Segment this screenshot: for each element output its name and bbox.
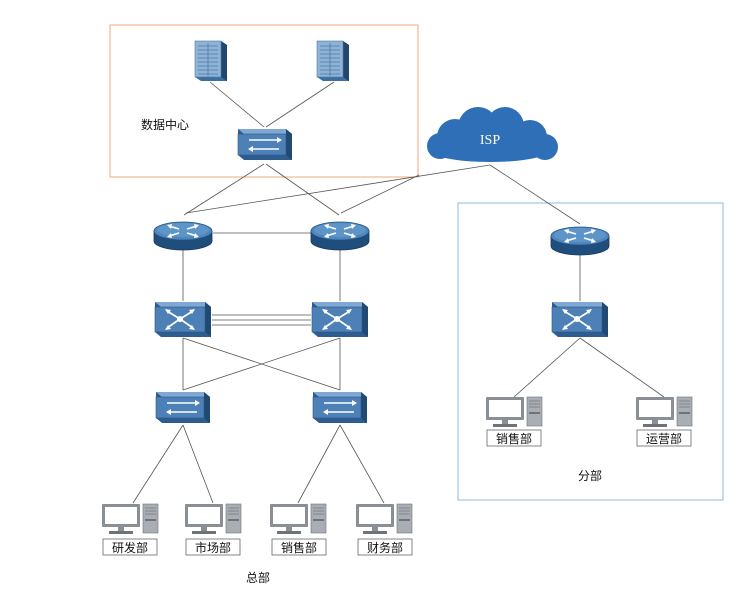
dept-label-rd: 研发部 <box>112 540 148 555</box>
branch-region <box>457 202 724 501</box>
pc-icon-sales-hq <box>269 503 327 535</box>
pc-icon-marketing <box>184 503 242 535</box>
pc-icon-rd <box>101 503 159 535</box>
hq-department-tags: 研发部 市场部 销售部 财务部 <box>102 538 413 556</box>
branch-core-switch-icon <box>551 301 609 338</box>
branch-department-tags: 销售部 运营部 <box>486 429 692 447</box>
pc-icon-finance <box>355 503 413 535</box>
branch-router-icon <box>550 226 610 256</box>
server-icon-left <box>194 40 228 82</box>
dept-label-finance: 财务部 <box>367 540 403 555</box>
branch-label: 分部 <box>578 468 602 483</box>
hq-label: 总部 <box>246 570 270 585</box>
isp-label: ISP <box>480 133 500 148</box>
dept-label-sales-branch: 销售部 <box>496 431 532 446</box>
pc-icon-operations <box>635 396 693 428</box>
hq-access-switch-icon-left <box>155 391 211 424</box>
datacenter-label: 数据中心 <box>141 117 189 132</box>
dept-label-operations: 运营部 <box>646 431 682 446</box>
links <box>132 81 665 504</box>
dept-label-sales-hq: 销售部 <box>281 540 317 555</box>
hq-router-icon-left <box>153 221 213 251</box>
hq-core-switch-icon-left <box>154 301 212 338</box>
hq-router-icon-right <box>310 221 370 251</box>
hq-core-switch-icon-right <box>311 301 369 338</box>
pc-icon-sales-branch <box>485 396 543 428</box>
dept-label-marketing: 市场部 <box>195 540 231 555</box>
server-icon-right <box>316 40 350 82</box>
datacenter-switch-icon <box>237 128 293 161</box>
hq-access-switch-icon-right <box>312 391 368 424</box>
datacenter-region <box>109 24 419 178</box>
isp-cloud: ISP <box>427 107 558 162</box>
